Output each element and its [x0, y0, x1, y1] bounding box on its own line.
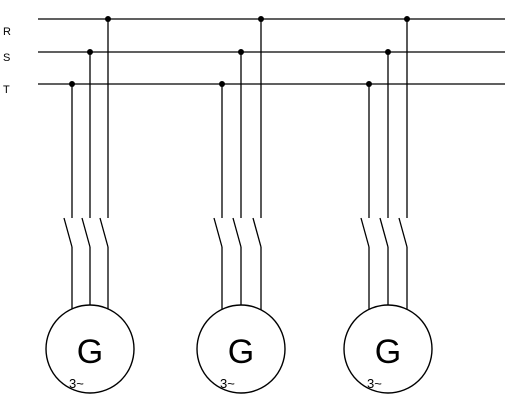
junction-s-3	[385, 49, 391, 55]
switch-blade-r-1	[99, 217, 109, 248]
bus-label-r: R	[3, 26, 11, 38]
switch-blade-t-2	[213, 217, 223, 248]
switch-blade-t-3	[360, 217, 370, 248]
switch-blade-t-1	[63, 217, 73, 248]
junction-s-1	[87, 49, 93, 55]
generator-symbol-2: G	[228, 333, 254, 371]
junction-t-2	[219, 81, 225, 87]
junction-s-2	[238, 49, 244, 55]
generator-unit-1: G 3~	[45, 16, 135, 394]
switch-blade-s-3	[379, 217, 389, 248]
bus-label-t: T	[3, 84, 10, 96]
generator-circle-2	[196, 304, 286, 394]
switch-blade-r-2	[252, 217, 262, 248]
junction-t-1	[69, 81, 75, 87]
generator-type-1: 3~	[69, 376, 84, 391]
generator-symbol-1: G	[77, 333, 103, 371]
generator-circle-3	[343, 304, 433, 394]
generator-circle-1	[45, 304, 135, 394]
bus-label-s: S	[3, 52, 10, 64]
generator-unit-3: G 3~	[343, 16, 433, 394]
junction-r-3	[404, 16, 410, 22]
generator-type-2: 3~	[220, 376, 235, 391]
switch-blade-s-1	[81, 217, 91, 248]
busbars	[38, 18, 505, 85]
junction-r-1	[105, 16, 111, 22]
switch-blade-s-2	[232, 217, 242, 248]
switch-blade-r-3	[398, 217, 408, 248]
generator-symbol-3: G	[375, 333, 401, 371]
junction-t-3	[366, 81, 372, 87]
bus-labels: R S T	[3, 26, 11, 96]
junction-r-2	[258, 16, 264, 22]
generator-unit-2: G 3~	[196, 16, 286, 394]
generator-type-3: 3~	[367, 376, 382, 391]
